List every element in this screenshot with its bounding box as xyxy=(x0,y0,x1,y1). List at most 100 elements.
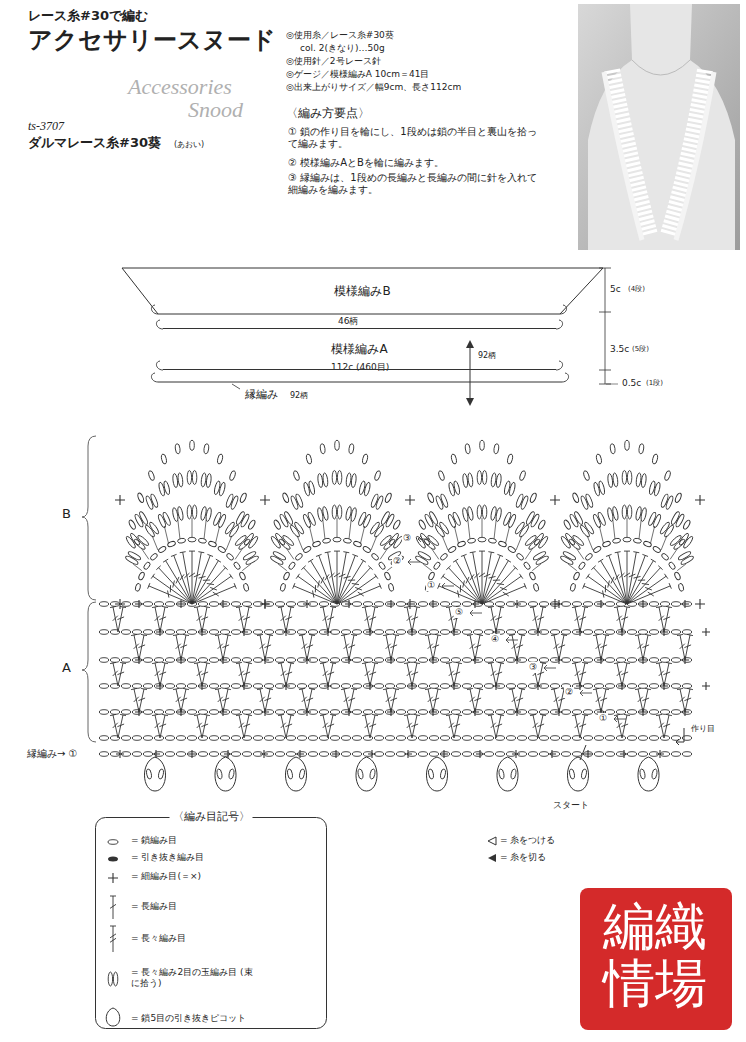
chain-symbol xyxy=(177,538,186,544)
cluster-stitch xyxy=(317,473,323,487)
stitch-stem xyxy=(677,564,686,571)
chain-symbol xyxy=(671,752,680,757)
cluster-stitch xyxy=(337,471,341,485)
start-mark xyxy=(580,745,586,760)
chain-symbol xyxy=(352,602,361,607)
double-crochet xyxy=(369,714,378,738)
stitch-stem xyxy=(468,520,470,539)
row-arrow xyxy=(418,536,430,542)
legend-entry: = 引き抜き編み目 xyxy=(131,852,204,863)
chain-symbol xyxy=(371,552,380,561)
chain-symbol xyxy=(627,658,636,663)
chain-symbol xyxy=(319,602,328,607)
double-crochet xyxy=(624,551,630,604)
double-crochet xyxy=(369,662,378,686)
chain-symbol xyxy=(352,630,361,635)
chain-symbol xyxy=(198,736,207,741)
double-crochet xyxy=(488,662,496,686)
cluster-stitch xyxy=(322,473,328,487)
cluster-stitch xyxy=(308,480,316,495)
symbol-note: = 糸を切る xyxy=(500,852,546,863)
chain-symbol xyxy=(341,736,350,741)
stitch-stem xyxy=(670,548,677,559)
chain-symbol xyxy=(651,769,657,780)
cluster-stitch xyxy=(332,505,336,519)
chain-symbol xyxy=(204,444,210,454)
chain-symbol xyxy=(682,630,691,635)
chain-symbol xyxy=(319,658,328,663)
chain-symbol xyxy=(165,658,174,663)
chain-symbol xyxy=(649,658,658,663)
chain-symbol xyxy=(660,658,669,663)
chain-symbol xyxy=(528,710,537,715)
single-crochet xyxy=(303,600,311,608)
chain-symbol xyxy=(275,710,284,715)
chain-symbol xyxy=(143,630,152,635)
chain-symbol xyxy=(638,752,647,757)
double-crochet xyxy=(482,574,523,604)
single-crochet xyxy=(584,750,592,758)
chain-symbol xyxy=(616,736,625,741)
chain-symbol xyxy=(320,444,326,454)
stitch-stem xyxy=(337,518,338,537)
chain-symbol xyxy=(188,537,196,542)
cluster-stitch xyxy=(375,495,384,510)
chain-symbol xyxy=(121,630,130,635)
chain-symbol xyxy=(362,545,371,553)
chain-symbol xyxy=(407,658,416,663)
chain-symbol xyxy=(529,492,537,503)
chain-symbol xyxy=(308,630,317,635)
legend-box: 〈編み目記号〉= 鎖編み目= 引き抜き編み目= 細編み目(＝×)= 長編み目= … xyxy=(95,817,327,1029)
double-crochet xyxy=(110,896,116,919)
double-crochet xyxy=(663,606,672,632)
chain-symbol xyxy=(137,492,145,503)
chain-symbol xyxy=(99,752,108,757)
cluster-stitch xyxy=(477,505,481,519)
foundation-arrow xyxy=(676,728,684,745)
chain-symbol xyxy=(319,710,328,715)
double-crochet xyxy=(642,634,651,660)
chain-symbol xyxy=(440,710,449,715)
double-crochet xyxy=(615,552,627,604)
chain-symbol xyxy=(165,630,174,635)
legend-entry: = 長々編み目 xyxy=(131,933,186,944)
chain-symbol xyxy=(462,658,471,663)
chain-symbol xyxy=(385,736,394,741)
chain-symbol xyxy=(594,736,603,741)
chain-symbol xyxy=(121,710,130,715)
spec: ◎ゲージ／模様編みA 10cm＝41目 xyxy=(286,69,430,80)
row-arrow xyxy=(580,690,592,696)
chain-symbol xyxy=(216,769,222,780)
double-crochet xyxy=(110,714,118,738)
stitch-stem xyxy=(323,520,325,539)
single-crochet xyxy=(695,599,705,609)
stitch-stem xyxy=(286,548,293,559)
chain-symbol xyxy=(462,630,471,635)
chain-symbol xyxy=(649,602,658,607)
chain-symbol xyxy=(374,710,383,715)
cluster-stitch xyxy=(417,550,431,561)
cluster-stitch xyxy=(272,550,286,561)
cluster-stitch xyxy=(217,514,227,529)
chain-symbol xyxy=(671,736,680,741)
double-crochet xyxy=(537,662,546,686)
double-crochet xyxy=(278,714,286,738)
chain-symbol xyxy=(484,752,493,757)
stitch-stem xyxy=(431,548,438,559)
cluster-stitch xyxy=(467,506,474,521)
stitch-stem xyxy=(216,526,220,543)
chain-symbol xyxy=(362,454,369,465)
chain-symbol xyxy=(583,602,592,607)
double-crochet xyxy=(264,688,273,712)
chain-symbol xyxy=(384,571,392,580)
double-crochet xyxy=(192,583,236,604)
chain-symbol xyxy=(286,602,295,607)
chain-symbol xyxy=(322,538,331,544)
picot xyxy=(426,757,447,791)
stitch-stem xyxy=(482,518,483,537)
cluster-stitch xyxy=(137,534,150,547)
chain-symbol xyxy=(517,684,526,689)
double-crochet xyxy=(467,634,475,660)
single-crochet xyxy=(512,750,520,758)
chain-symbol xyxy=(429,630,438,635)
